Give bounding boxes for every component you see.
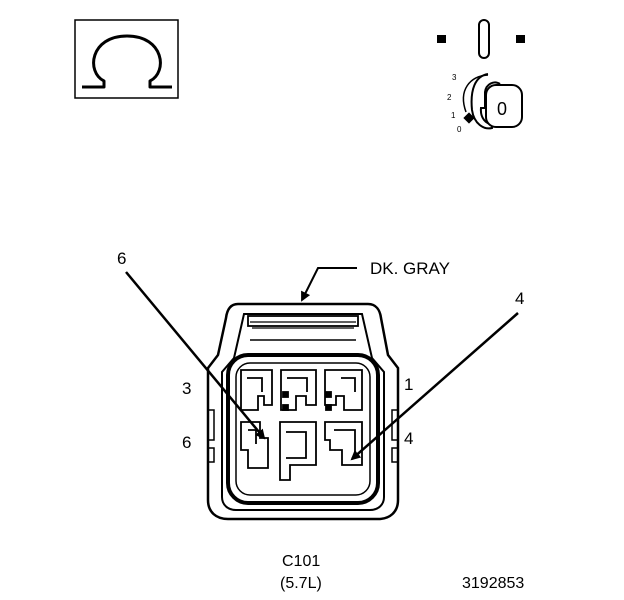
- cavity-label-3: 3: [182, 379, 191, 398]
- cavity-3: [240, 369, 273, 411]
- cavity-5: [279, 421, 317, 481]
- ignition-key-mark: 0: [497, 99, 507, 119]
- pointer-label-4: 4: [515, 289, 524, 308]
- ignition-position-1: 1: [451, 111, 456, 120]
- pointer-arrow-4: [350, 312, 519, 461]
- ignition-position-2: 2: [447, 93, 452, 102]
- pointer-arrow-6: [125, 271, 266, 440]
- connector-cavities: [240, 369, 363, 481]
- cavity-6: [240, 421, 269, 469]
- cavity-4: [324, 421, 363, 466]
- connector-id: C101: [282, 553, 321, 570]
- cavity-label-4: 4: [404, 429, 413, 448]
- ohm-icon: [74, 19, 179, 99]
- figure-number: 3192853: [462, 575, 525, 592]
- ignition-position-0: 0: [457, 125, 462, 134]
- cavity-label-6: 6: [182, 433, 191, 452]
- cavity-label-1: 1: [404, 375, 413, 394]
- pointer-label-6: 6: [117, 249, 126, 268]
- ignition-position-3: 3: [452, 73, 457, 82]
- color-callout: DK. GRAY: [370, 259, 450, 278]
- ignition-key-icon: 3 2 1 0 0: [437, 19, 525, 134]
- cavity-2: [280, 369, 317, 411]
- cavity-1: [324, 369, 363, 411]
- engine-label: (5.7L): [280, 575, 322, 592]
- connector-body: [206, 302, 400, 521]
